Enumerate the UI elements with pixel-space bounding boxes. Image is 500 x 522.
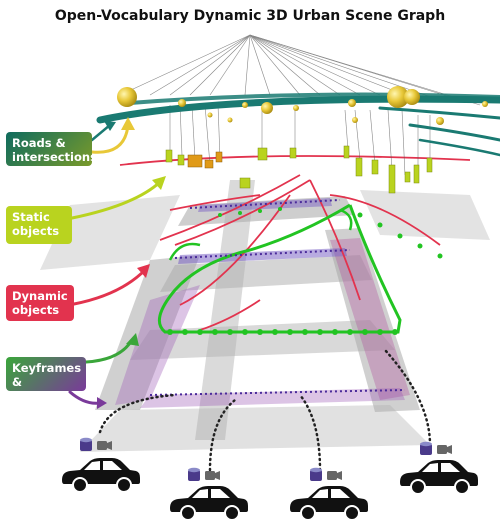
car-icon [400, 460, 478, 495]
roads-intersections-label: Roads & intersections [6, 132, 97, 166]
dynamic-label-line1: Dynamic [12, 289, 68, 303]
static-objects-label: Static objects [6, 206, 72, 244]
road-graph [96, 92, 500, 157]
camera-icon [205, 471, 220, 480]
camera-icon [97, 441, 112, 450]
static-objects-orange [187, 151, 223, 169]
lidar-icon [80, 437, 92, 451]
car-icon [62, 458, 140, 493]
static-objects [165, 145, 433, 194]
keyframes-point-clouds-label: Keyframes & point clouds [6, 357, 86, 417]
sensor-links [98, 348, 432, 472]
static-label-line2: objects [12, 224, 60, 238]
graph-nodes [117, 86, 488, 125]
keyframe-trajectory [157, 203, 402, 334]
dynamic-label-line2: objects [12, 303, 60, 317]
keyframes-label-line1: Keyframes & [12, 361, 82, 389]
static-label-line1: Static [12, 210, 50, 224]
camera-icon [327, 471, 342, 480]
diagram-title: Open-Vocabulary Dynamic 3D Urban Scene G… [54, 8, 446, 24]
trajectory-dots [167, 207, 443, 335]
lidar-icon [420, 441, 432, 455]
roads-label-line1: Roads & [12, 136, 66, 150]
hierarchy-edges [119, 34, 481, 176]
roads-label-line2: intersections [12, 150, 97, 164]
camera-icon [437, 445, 452, 454]
vehicles [62, 458, 478, 521]
point-cloud-layer [40, 180, 490, 452]
dynamic-object-traces [119, 155, 471, 331]
car-icon [170, 486, 248, 521]
sensor-icons [80, 437, 452, 481]
arrow-heads [97, 117, 166, 409]
lidar-icon [188, 467, 200, 481]
point-rows [149, 199, 406, 396]
car-icon [290, 486, 368, 521]
keyframes-label-line2: point clouds [12, 389, 54, 417]
lidar-icon [310, 467, 322, 481]
dynamic-objects-label: Dynamic objects [6, 285, 74, 321]
